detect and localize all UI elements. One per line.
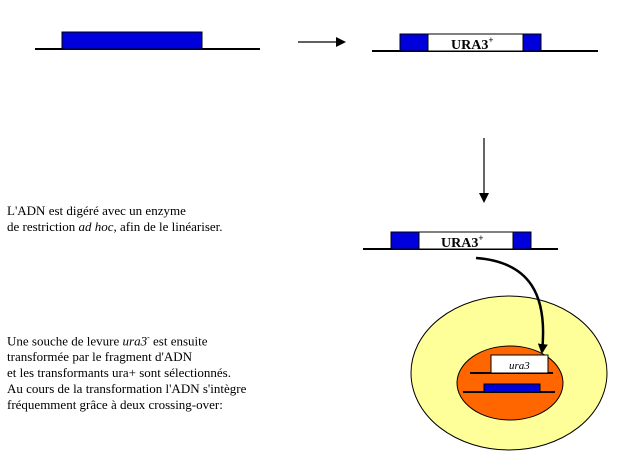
- dna-fragment-with-ura3: URA3+: [372, 33, 598, 53]
- dna-blue-left-2: [390, 231, 420, 250]
- dna-blue-right-1: [522, 33, 542, 52]
- yeast-cell: ura3: [410, 295, 608, 451]
- integration-arrow: [475, 256, 548, 354]
- transformation-line-4: Au cours de la transformation l'ADN s'in…: [7, 381, 247, 397]
- dna-blue-block-chrom: [483, 383, 541, 393]
- dna-fragment-original: [35, 31, 260, 50]
- ura3-label-1: URA3+: [451, 35, 493, 53]
- ura3-chromosomal-locus: [490, 354, 549, 374]
- dna-fragment-linearized: URA3+: [363, 231, 558, 251]
- dna-blue-left-1: [399, 33, 429, 52]
- ura3-chrom-label: ura3: [509, 360, 530, 372]
- transformation-line-1: Une souche de levure ura3- est ensuite: [7, 333, 208, 349]
- ura3-label-2: URA3+: [441, 233, 483, 251]
- dna-blue-block-original: [61, 31, 203, 50]
- paragraph-digestion: L'ADN est digéré avec un enzyme de restr…: [7, 203, 223, 235]
- transformation-line-5: fréquemment grâce à deux crossing-over:: [7, 397, 223, 413]
- dna-blue-right-2: [512, 231, 532, 250]
- paragraph-transformation: Une souche de levure ura3- est ensuite t…: [7, 330, 246, 413]
- digestion-line-1: L'ADN est digéré avec un enzyme: [7, 203, 186, 218]
- digestion-line-2: de restriction ad hoc, afin de le linéar…: [7, 219, 223, 234]
- transformation-line-2: transformée par le fragment d'ADN: [7, 349, 192, 365]
- transformation-line-3: et les transformants ura+ sont sélection…: [7, 365, 231, 381]
